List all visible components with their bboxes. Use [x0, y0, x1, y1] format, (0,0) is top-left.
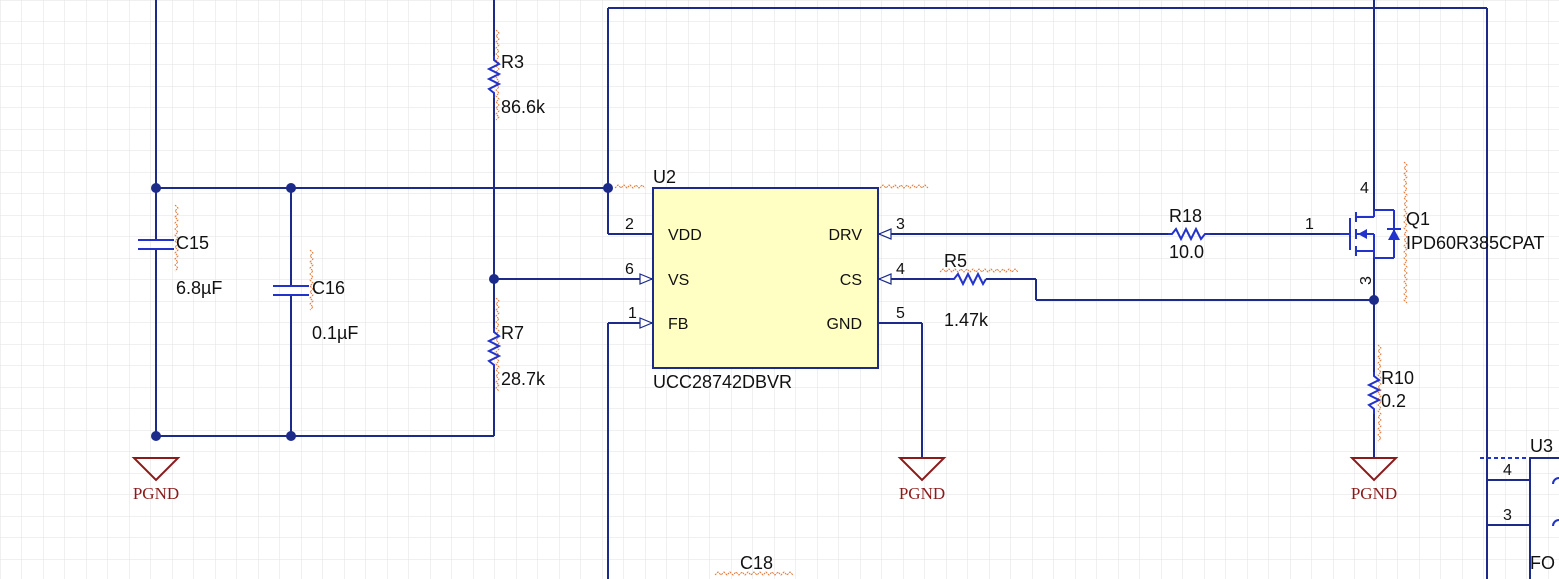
u2-pin-6: 6: [625, 261, 634, 278]
u2-pin-vs: VS: [668, 272, 689, 289]
q1-pin-gate: 1: [1305, 216, 1314, 233]
u2-pin-fb: FB: [668, 316, 688, 333]
ground-label-3: PGND: [1351, 484, 1397, 503]
c16-ref: C16: [312, 278, 345, 298]
capacitor-c15[interactable]: C15 6.8µF: [138, 233, 222, 298]
u3-ref: U3: [1530, 436, 1553, 456]
ground-label-1: PGND: [133, 484, 179, 503]
r5-ref: R5: [944, 251, 967, 271]
u2-pin-drv: DRV: [829, 227, 863, 244]
u2-pin-2: 2: [625, 216, 634, 233]
u2-pin-5: 5: [896, 305, 905, 322]
u3-part-fragment: FO: [1530, 553, 1555, 573]
c15-value: 6.8µF: [176, 278, 222, 298]
r7-value: 28.7k: [501, 369, 546, 389]
ground-label-2: PGND: [899, 484, 945, 503]
resistor-r18[interactable]: R18 10.0: [1168, 206, 1210, 262]
ground-symbol-2[interactable]: PGND: [897, 457, 947, 503]
u3-pin-3: 3: [1503, 507, 1512, 524]
capacitor-c16[interactable]: C16 0.1µF: [273, 278, 358, 343]
r18-value: 10.0: [1169, 242, 1204, 262]
ground-symbol-1[interactable]: PGND: [131, 457, 181, 503]
r3-ref: R3: [501, 52, 524, 72]
r3-value: 86.6k: [501, 97, 546, 117]
ground-symbol-3[interactable]: PGND: [1349, 457, 1399, 503]
r5-value: 1.47k: [944, 310, 989, 330]
r18-ref: R18: [1169, 206, 1202, 226]
q1-part: IPD60R385CPAT: [1406, 233, 1544, 253]
c16-value: 0.1µF: [312, 323, 358, 343]
u3-pin-4: 4: [1503, 462, 1512, 479]
r10-ref: R10: [1381, 368, 1414, 388]
q1-pin-drain: 4: [1360, 180, 1369, 197]
u2-pin-gnd: GND: [826, 316, 862, 333]
u2-pin-cs: CS: [840, 272, 862, 289]
u2-pin-3: 3: [896, 216, 905, 233]
q1-ref: Q1: [1406, 209, 1430, 229]
selection-marks: [174, 29, 1408, 576]
r7-ref: R7: [501, 323, 524, 343]
c18-ref: C18: [740, 553, 773, 573]
u2-pin-vdd: VDD: [668, 227, 702, 244]
resistor-r7[interactable]: R7 28.7k: [486, 323, 546, 389]
ic-u3[interactable]: U3 4 3 FO: [1480, 436, 1559, 579]
resistor-r5[interactable]: R5 1.47k: [944, 251, 989, 330]
u2-part: UCC28742DBVR: [653, 372, 792, 392]
u2-ref: U2: [653, 167, 676, 187]
q1-pin-source: 3: [1358, 276, 1375, 285]
mosfet-q1[interactable]: 1 4 3 Q1 IPD60R385CPAT: [1305, 180, 1544, 285]
c15-ref: C15: [176, 233, 209, 253]
u2-pin-1: 1: [628, 305, 637, 322]
u2-pin-4: 4: [896, 261, 905, 278]
capacitor-c18[interactable]: C18: [740, 553, 773, 573]
resistor-r3[interactable]: R3 86.6k: [486, 52, 546, 117]
junctions: [151, 183, 1379, 441]
wires: [155, 0, 1530, 579]
resistor-r10[interactable]: R10 0.2: [1366, 368, 1414, 414]
ic-u2[interactable]: U2 UCC28742DBVR 2 6 1 VDD VS FB 3 4 5 DR…: [625, 167, 905, 392]
r10-value: 0.2: [1381, 391, 1406, 411]
